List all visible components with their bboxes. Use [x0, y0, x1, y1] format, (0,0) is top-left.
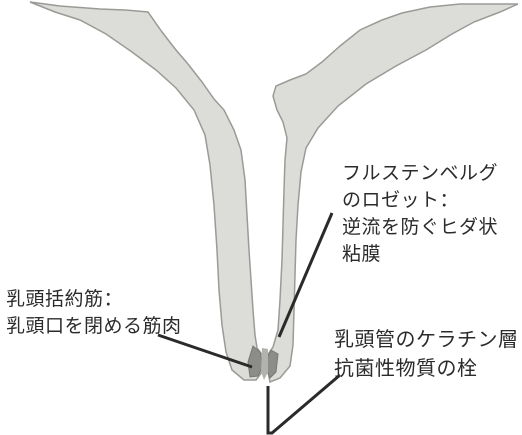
furstenberg-label-line-2: のロゼット： [342, 187, 498, 214]
sphincter-label: 乳頭括約筋： 乳頭口を閉める筋肉 [6, 286, 182, 340]
keratin-layer-label: 乳頭管のケラチン層 抗菌性物質の栓 [334, 325, 519, 383]
furstenberg-rosette-label: フルステンベルグ のロゼット： 逆流を防ぐヒダ状 粘膜 [342, 160, 498, 268]
furstenberg-label-line-4: 粘膜 [342, 241, 498, 268]
keratin-label-line-1: 乳頭管のケラチン層 [334, 325, 519, 354]
furstenberg-label-line-3: 逆流を防ぐヒダ状 [342, 214, 498, 241]
keratin-label-line-2: 抗菌性物質の栓 [334, 354, 519, 383]
furstenberg-label-line-1: フルステンベルグ [342, 160, 498, 187]
sphincter-label-line-2: 乳頭口を閉める筋肉 [6, 313, 182, 340]
keratin-leader-line [268, 375, 340, 433]
keratin-plug [261, 348, 268, 380]
sphincter-label-line-1: 乳頭括約筋： [6, 286, 182, 313]
